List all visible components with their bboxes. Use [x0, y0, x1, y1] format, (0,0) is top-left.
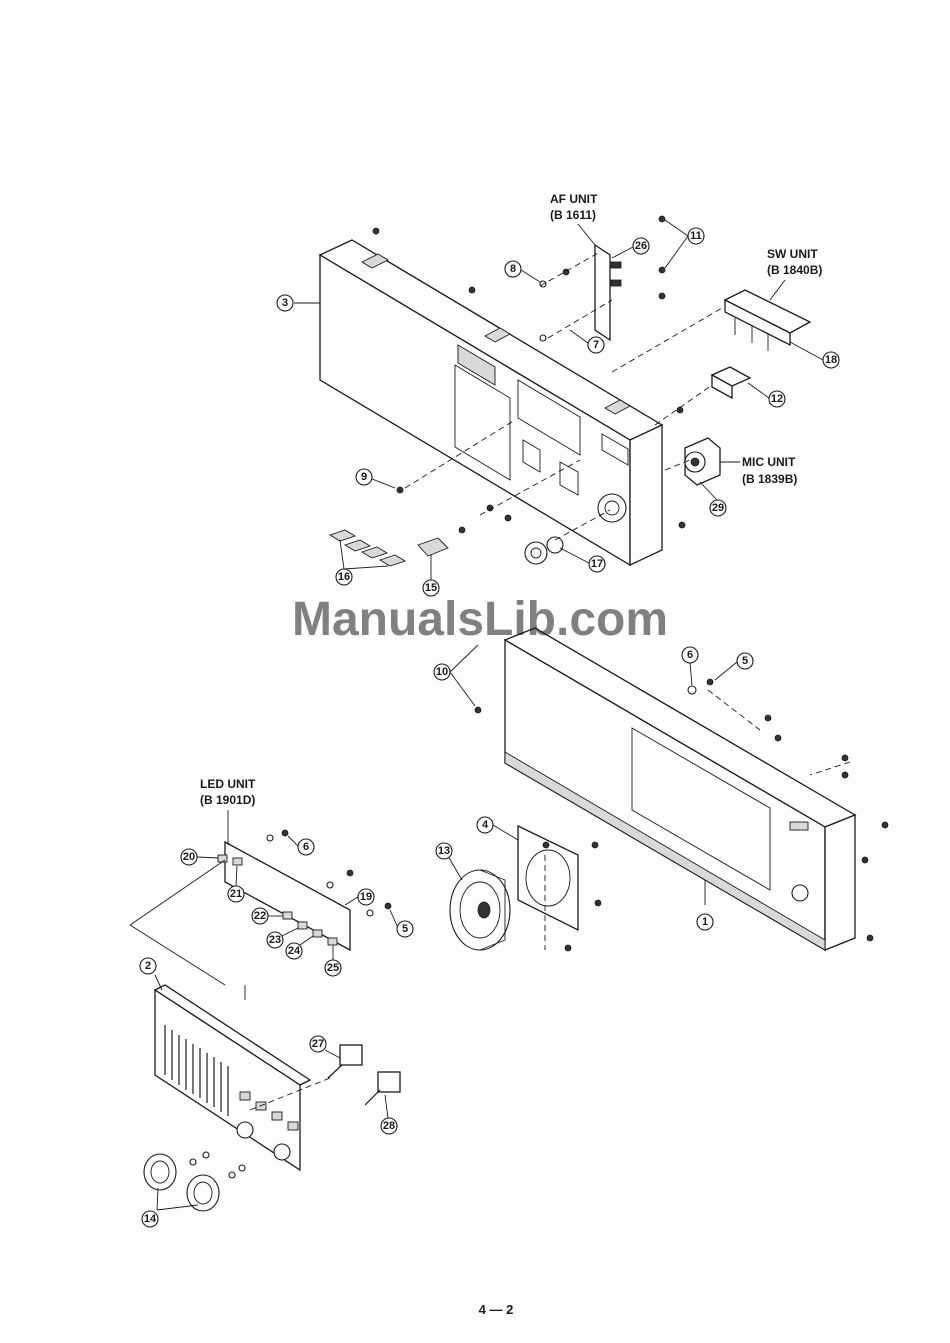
af-unit-label: AF UNIT (B 1611): [550, 192, 598, 245]
svg-text:12: 12: [771, 393, 783, 405]
svg-text:28: 28: [383, 1120, 395, 1132]
callout-2: 2: [140, 958, 162, 990]
callout-8: 8: [505, 261, 540, 282]
callout-27: 27: [310, 1036, 340, 1058]
callout-10: 10: [434, 645, 478, 706]
af-unit-name: AF UNIT: [550, 192, 598, 206]
callout-6b: 6: [288, 836, 314, 855]
svg-text:6: 6: [303, 841, 309, 853]
callout-17: 17: [560, 548, 605, 572]
sw-unit-code: (B 1840B): [767, 263, 822, 277]
callout-26: 26: [612, 238, 649, 258]
svg-text:24: 24: [288, 945, 301, 957]
svg-text:9: 9: [361, 471, 367, 483]
callout-3: 3: [277, 295, 320, 311]
callout-5b: 5: [390, 910, 413, 937]
svg-text:4: 4: [482, 819, 489, 831]
af-unit-code: (B 1611): [550, 208, 596, 222]
svg-text:26: 26: [635, 240, 647, 252]
button-cap: [418, 538, 448, 556]
svg-text:6: 6: [687, 649, 693, 661]
callout-4: 4: [477, 817, 518, 840]
callout-20: 20: [181, 849, 218, 865]
svg-text:22: 22: [254, 910, 266, 922]
callout-29: 29: [700, 482, 726, 516]
callout-13: 13: [436, 843, 462, 880]
callout-7: 7: [570, 330, 604, 353]
svg-text:8: 8: [510, 263, 516, 275]
watermark-text: ManualsLib.com: [292, 593, 668, 646]
svg-text:14: 14: [144, 1213, 157, 1225]
callout-28: 28: [381, 1095, 397, 1134]
svg-text:5: 5: [402, 923, 408, 935]
svg-text:23: 23: [269, 934, 281, 946]
control-knob: [144, 1154, 219, 1211]
svg-text:7: 7: [593, 339, 599, 351]
mic-unit-name: MIC UNIT: [742, 455, 796, 469]
svg-text:27: 27: [312, 1038, 324, 1050]
potentiometer-squelch: [365, 1072, 400, 1105]
svg-text:1: 1: [702, 916, 708, 928]
svg-text:16: 16: [338, 571, 350, 583]
svg-text:17: 17: [591, 558, 603, 570]
nut-washer: [525, 537, 563, 564]
svg-text:3: 3: [282, 297, 288, 309]
svg-text:13: 13: [438, 845, 450, 857]
led-unit-label: LED UNIT (B 1901D): [200, 777, 256, 845]
mic-unit-code: (B 1839B): [742, 472, 797, 486]
callout-9: 9: [356, 469, 395, 488]
svg-text:25: 25: [327, 962, 339, 974]
svg-text:10: 10: [436, 666, 448, 678]
callout-24: 24: [286, 936, 313, 959]
af-unit-board: [595, 245, 621, 340]
svg-text:20: 20: [183, 851, 195, 863]
svg-text:29: 29: [712, 502, 724, 514]
mic-unit-label: MIC UNIT (B 1839B): [720, 455, 797, 486]
mic-connector: [685, 438, 720, 485]
slide-switch: [712, 367, 750, 398]
sw-unit-label: SW UNIT (B 1840B): [767, 247, 822, 300]
led-unit-code: (B 1901D): [200, 793, 255, 807]
svg-text:5: 5: [742, 655, 748, 667]
speaker: [450, 870, 510, 950]
sw-unit-name: SW UNIT: [767, 247, 818, 261]
callout-15: 15: [423, 555, 439, 596]
page-number: 4 — 2: [479, 1302, 514, 1317]
callout-12: 12: [748, 383, 785, 407]
svg-text:11: 11: [690, 230, 702, 242]
svg-text:18: 18: [825, 354, 837, 366]
rear-chassis-panel: [320, 240, 662, 565]
callout-19: 19: [345, 889, 374, 905]
svg-text:19: 19: [360, 891, 372, 903]
led-unit-name: LED UNIT: [200, 777, 256, 791]
callout-6a: 6: [682, 647, 698, 685]
svg-text:21: 21: [230, 888, 242, 900]
callout-1: 1: [697, 880, 713, 930]
callout-5a: 5: [715, 653, 753, 680]
svg-text:2: 2: [145, 960, 151, 972]
callout-11: 11: [665, 220, 704, 268]
sw-unit-board: [725, 290, 810, 351]
callout-25: 25: [325, 945, 341, 976]
potentiometer-volume: [328, 1045, 362, 1078]
callout-18: 18: [790, 342, 839, 368]
sub-front-panel: [155, 985, 310, 1170]
speaker-bracket: [518, 826, 578, 930]
